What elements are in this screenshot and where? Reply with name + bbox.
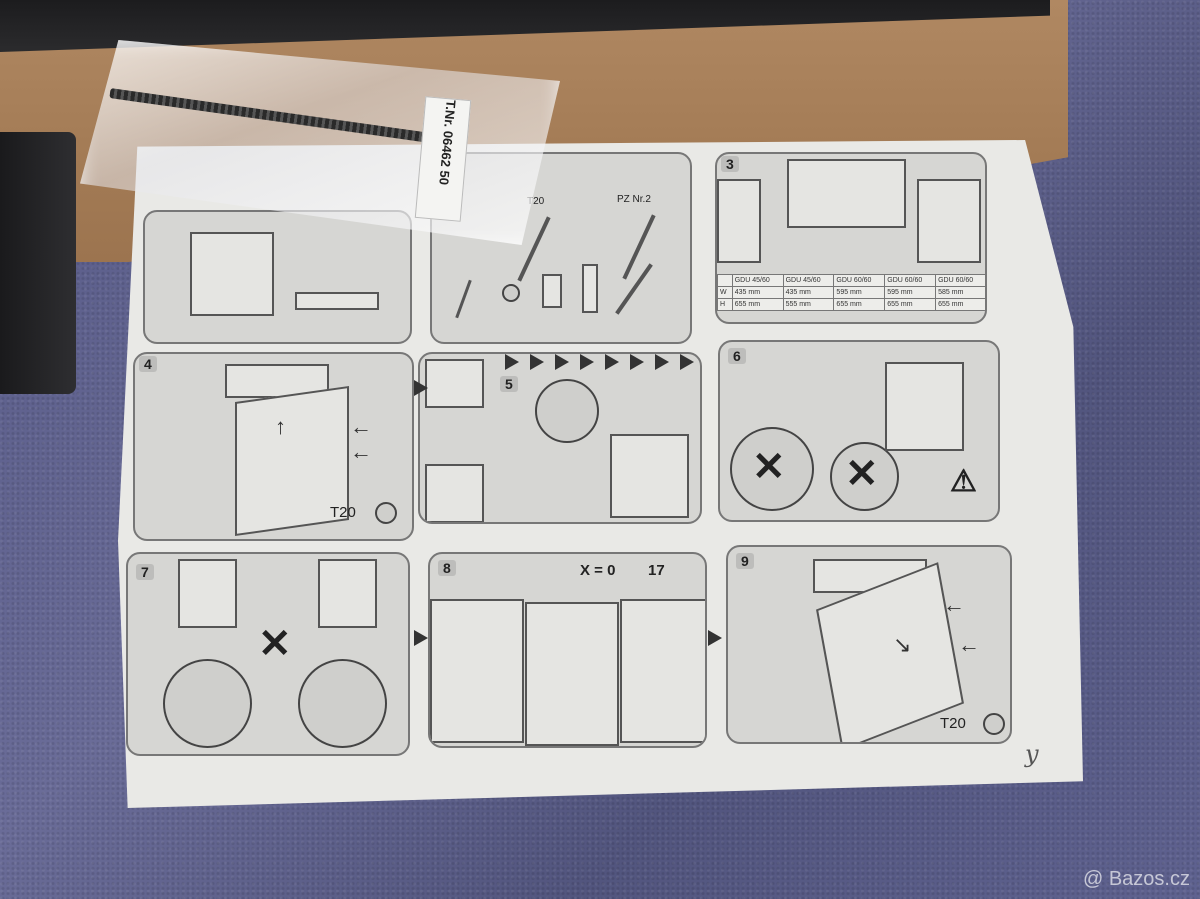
cabinet-drawing [620,599,705,743]
detail-circle [730,427,814,511]
table-header: GDU 60/60 [884,274,937,287]
adjust-foot-circle [298,659,387,748]
dimension-table: GDU 45/60 GDU 45/60 GDU 60/60 GDU 60/60 … [717,274,985,311]
arrow-icon: ← [350,439,372,464]
wrench-icon [615,263,653,315]
panel-step-8: 8 X = 0 17 [428,552,707,748]
tool-t20-label: T20 [527,196,545,207]
connector-arrow-icon [414,380,428,396]
panel-step-4: 4 ↑ ← ← T20 [133,352,414,541]
cross-icon: ✕ [845,452,879,496]
zoom-detail-circle [535,379,599,443]
table-cell: 595 mm [884,286,937,299]
countertop-drawing [787,159,906,228]
table-cell: 435 mm [782,286,835,299]
arrow-icon: ← [350,414,372,439]
table-header: GDU 45/60 [782,274,835,287]
watermark: @ Bazos.cz [1082,868,1190,890]
door-panel-drawing [190,232,274,316]
dishwasher-front-drawing [525,602,619,746]
leg-detail-drawing [318,559,377,628]
dark-panel-left [0,132,76,394]
triangle-arrow-icon [605,354,619,370]
pencil-icon [455,279,472,319]
table-cell: 435 mm [731,286,784,299]
reference-number: 17 [648,562,665,579]
step-number: 6 [728,348,746,364]
table-cell: 655 mm [731,298,784,311]
drill-bit-icon [582,264,598,313]
rail-drawing [295,292,379,310]
table-cell: 655 mm [935,298,985,311]
mini-diagram [425,359,484,408]
part-number-label: T.Nr. 06462 50 [436,99,459,186]
tape-icon [502,284,520,302]
triangle-arrow-icon [530,354,544,370]
dishwasher-drawing [610,434,689,518]
step-number: 5 [500,376,518,392]
arrow-icon: ↑ [275,414,286,439]
leg-detail-drawing [178,559,237,628]
x-equals-label: X = 0 [580,562,616,579]
panel-step-3: 3 GDU 45/60 GDU 45/60 GDU 60/60 GDU 60/6… [715,152,987,324]
triangle-arrow-icon [555,354,569,370]
panel-step-9: 9 ↘ ← ← T20 [726,545,1012,744]
triangle-arrow-icon [580,354,594,370]
torx-label: T20 [330,504,356,521]
table-cell: H [717,298,733,311]
step-number: 3 [721,156,739,172]
adjust-foot-circle [163,659,252,748]
cross-icon: ✕ [258,622,292,666]
torx-label: T20 [940,715,966,732]
cabinet-drawing [430,599,524,743]
connector-arrow-icon [414,630,428,646]
signature-mark: y [1025,740,1039,768]
step-number: 7 [136,564,154,580]
cabinet-drawing [717,179,761,263]
triangle-arrow-icon [630,354,644,370]
niche-drawing [917,179,981,263]
arrow-icon: ← [958,632,980,657]
connector-arrow-icon [708,630,722,646]
torx-icon [983,713,1005,735]
mini-diagram [425,464,484,522]
panel-step-7: 7 ✕ [126,552,410,756]
panel-step-5: 5 [418,352,702,524]
screwdriver-icon [622,214,656,280]
panel-step-6: 6 ✕ ✕ ⚠ [718,340,1000,522]
table-header: GDU 60/60 [833,274,886,287]
level-icon [542,274,562,308]
step-number: 8 [438,560,456,576]
table-cell: 585 mm [935,286,985,299]
table-cell: W [717,286,733,299]
table-header: GDU 45/60 [731,274,784,287]
triangle-arrow-icon [655,354,669,370]
arrow-icon: ↘ [893,632,912,657]
dishwasher-drawing [885,362,964,451]
triangle-arrow-icon [680,354,694,370]
detail-circle [830,442,899,511]
triangle-arrow-icon [505,354,519,370]
step-number: 9 [736,553,754,569]
table-cell: 555 mm [782,298,835,311]
table-cell: 595 mm [833,286,886,299]
step-number: 4 [139,356,157,372]
table-cell: 655 mm [884,298,937,311]
warning-icon: ⚠ [950,465,977,498]
torx-icon [375,502,397,524]
instruction-sheet: T20 PZ Nr.2 3 GDU 45/60 GDU 45/60 GDU 60… [118,140,1083,808]
cross-icon: ✕ [752,445,786,489]
panel-1 [143,210,412,344]
tool-pz-label: PZ Nr.2 [617,194,651,205]
table-header: GDU 60/60 [935,274,985,287]
table-cell: 655 mm [833,298,886,311]
arrow-icon: ← [943,592,965,617]
